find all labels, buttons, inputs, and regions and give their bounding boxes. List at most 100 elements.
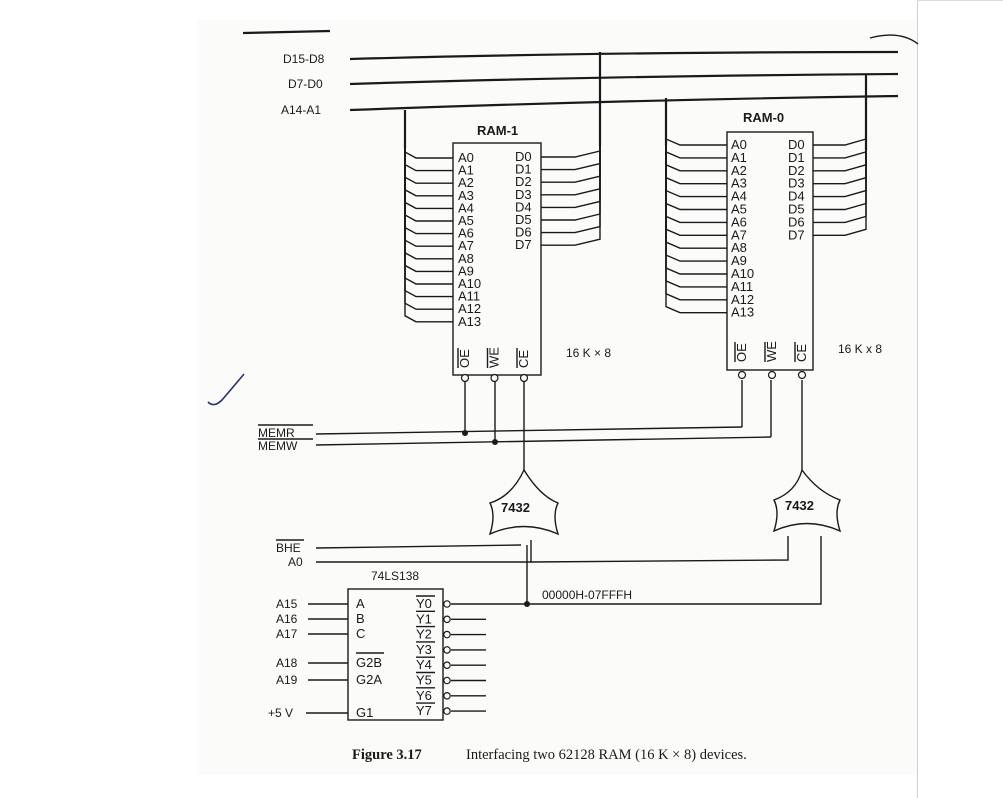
decoder-pin-y5: Y5 bbox=[416, 673, 432, 688]
ram1-pin-a9: A9 bbox=[458, 263, 474, 278]
decoder-y7-bubble bbox=[443, 707, 451, 715]
data-high-bus-label: D15-D8 bbox=[283, 52, 325, 66]
decoder-pin-g2b: G2B bbox=[356, 655, 382, 670]
ram0-addr-wire bbox=[665, 145, 727, 288]
ram1-pin-a0: A0 bbox=[458, 150, 474, 165]
ram1-title: RAM-1 bbox=[477, 123, 518, 138]
ram0-data-wire bbox=[813, 150, 867, 159]
decoder-pin-y1: Y1 bbox=[416, 611, 432, 626]
ram1-addr-wire bbox=[404, 148, 453, 172]
top-scan-rule bbox=[242, 29, 331, 35]
decoder-pin-y7: Y7 bbox=[416, 703, 432, 718]
ram1-pin-d6: D6 bbox=[515, 225, 532, 240]
caption-label: Figure 3.17 bbox=[352, 747, 422, 763]
decoder-input-a19: A19 bbox=[276, 673, 298, 687]
ram1-pin-a1: A1 bbox=[458, 163, 474, 178]
figure-caption: Figure 3.17 Interfacing two 62128 RAM (1… bbox=[352, 747, 747, 763]
ram1-pin-d5: D5 bbox=[515, 212, 532, 227]
ram0-pin-we: WE bbox=[764, 341, 779, 362]
decoder-y2-bubble bbox=[443, 630, 451, 639]
ram0-pin-a3: A3 bbox=[731, 176, 747, 191]
decoder-pin-g1: G1 bbox=[356, 705, 373, 720]
data-high-bus bbox=[349, 50, 899, 146]
ram1-pin-d3: D3 bbox=[515, 187, 532, 202]
control-lines bbox=[315, 380, 822, 605]
ram0-data-wire bbox=[813, 150, 867, 198]
ram0-pin-a4: A4 bbox=[731, 189, 747, 204]
gate-left-label: 7432 bbox=[501, 500, 530, 515]
ram0-pin-a10: A10 bbox=[731, 266, 754, 281]
ram1-pin-a12: A12 bbox=[458, 301, 481, 316]
ram0-data-wire bbox=[813, 150, 867, 236]
ram1-pin-we-bubble bbox=[490, 373, 499, 383]
decoder-pin-y6: Y6 bbox=[416, 688, 432, 703]
ram1-addr-wire bbox=[404, 148, 453, 260]
decoder-y3-bubble bbox=[443, 646, 451, 654]
ram1-pin-d7: D7 bbox=[515, 237, 532, 252]
ram1-pin-d1: D1 bbox=[515, 162, 532, 177]
ram0-pin-a2: A2 bbox=[731, 163, 747, 178]
ram0-addr-wire bbox=[665, 145, 727, 211]
ram1-data-wire bbox=[541, 146, 601, 209]
page-curl bbox=[869, 34, 919, 45]
decoder-y6-bubble bbox=[443, 691, 451, 700]
ram1-pin-ce: CE bbox=[516, 350, 531, 368]
bhe-label: BHE bbox=[276, 541, 301, 555]
ram0-pin-a12: A12 bbox=[731, 292, 754, 307]
ram0-title: RAM-0 bbox=[743, 110, 784, 125]
ram0-addr-wire bbox=[665, 145, 727, 159]
ram0-data-wire bbox=[813, 150, 867, 224]
ram1-pin-a2: A2 bbox=[458, 175, 474, 190]
ram1-pin-a10: A10 bbox=[458, 276, 481, 291]
ram0-pin-d2: D2 bbox=[788, 163, 805, 178]
ram1-data-wire bbox=[541, 146, 601, 183]
ram0-pin-a13: A13 bbox=[731, 305, 754, 320]
or-gates bbox=[488, 468, 842, 536]
ram0-pin-d0: D0 bbox=[788, 137, 805, 152]
ram1-pin-a7: A7 bbox=[458, 238, 474, 253]
ram1-pin-d0: D0 bbox=[515, 149, 532, 164]
ram1-pin-a4: A4 bbox=[458, 200, 474, 215]
decoder-pin-y2: Y2 bbox=[416, 627, 432, 642]
ram0-pin-d5: D5 bbox=[788, 202, 805, 217]
ram1-addr-wire bbox=[404, 148, 453, 159]
data-low-bus-label: D7-D0 bbox=[288, 77, 323, 91]
ram0-addr-wire bbox=[665, 145, 727, 185]
ram1-pin-a6: A6 bbox=[458, 226, 474, 241]
ram1-pin-oe-bubble bbox=[460, 373, 470, 383]
ram0-pin-d7: D7 bbox=[788, 227, 805, 242]
ram1-addr-wire bbox=[404, 148, 453, 184]
ram0-pin-a0: A0 bbox=[731, 137, 747, 152]
ram1-pin-d2: D2 bbox=[515, 174, 532, 189]
ram0-pin-d4: D4 bbox=[788, 189, 805, 204]
decoder-input-a15: A15 bbox=[276, 597, 298, 611]
check-mark bbox=[207, 373, 245, 406]
ram0-pin-a8: A8 bbox=[731, 240, 747, 255]
bus-lines bbox=[242, 29, 919, 150]
decoder-pin-y4: Y4 bbox=[416, 657, 432, 672]
ram1-addr-wire bbox=[404, 148, 453, 273]
decoder-pin-b: B bbox=[356, 611, 365, 626]
gate-right-label: 7432 bbox=[785, 498, 814, 513]
decoder-y4-bubble bbox=[443, 661, 451, 670]
ram1-addr-wire bbox=[404, 148, 453, 222]
ram1-pin-a5: A5 bbox=[458, 213, 474, 228]
ram0-pin-oe-bubble bbox=[737, 370, 747, 380]
address-bus-label: A14-A1 bbox=[281, 103, 321, 117]
ram1-pin-we: WE bbox=[487, 347, 502, 368]
ram1-pin-ce-bubble bbox=[519, 373, 529, 383]
ram0-pin-d3: D3 bbox=[788, 176, 805, 191]
decoder-pin-y3: Y3 bbox=[416, 642, 432, 657]
ram0-pin-d1: D1 bbox=[788, 150, 805, 165]
decoder-title: 74LS138 bbox=[371, 569, 419, 583]
ram1-pin-a13: A13 bbox=[458, 314, 481, 329]
ram0-pin-d6: D6 bbox=[788, 214, 805, 229]
decoder-pin-y0: Y0 bbox=[416, 596, 432, 611]
ram0-pin-a11: A11 bbox=[731, 279, 753, 294]
ram0-pin-ce: CE bbox=[794, 344, 809, 362]
ram1-data-wire bbox=[541, 146, 601, 171]
ram0-pin-a1: A1 bbox=[731, 150, 747, 165]
ram1-pin-a3: A3 bbox=[458, 188, 474, 203]
ram0-pin-a6: A6 bbox=[731, 214, 747, 229]
